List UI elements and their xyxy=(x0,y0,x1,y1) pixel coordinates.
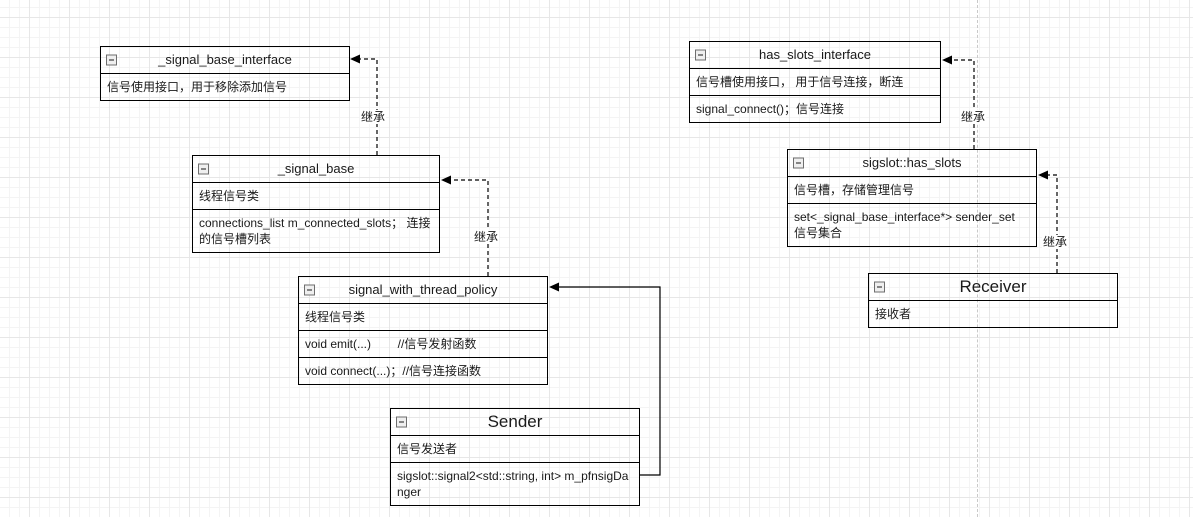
class-title-bar: Receiver xyxy=(869,274,1117,300)
class-title-bar: _signal_base_interface xyxy=(101,47,349,73)
class-name: _signal_base_interface xyxy=(158,52,292,67)
class-row: 线程信号类 xyxy=(299,303,547,330)
class-box-has-slots-interface[interactable]: has_slots_interface 信号槽使用接口， 用于信号连接，断连 s… xyxy=(689,41,941,123)
collapse-icon[interactable] xyxy=(793,157,804,169)
class-title-bar: Sender xyxy=(391,409,639,435)
class-row: 线程信号类 xyxy=(193,182,439,209)
class-title-bar: has_slots_interface xyxy=(690,42,940,68)
class-name: Receiver xyxy=(959,277,1027,296)
inheritance-connector-thread-policy-to-signal-base[interactable] xyxy=(441,175,489,277)
class-title-bar: sigslot::has_slots xyxy=(788,150,1036,176)
collapse-icon[interactable] xyxy=(874,281,885,293)
class-row: connections_list m_connected_slots； 连接的信… xyxy=(193,209,439,252)
class-name: sigslot::has_slots xyxy=(862,155,962,170)
class-box-signal-base-interface[interactable]: _signal_base_interface 信号使用接口，用于移除添加信号 xyxy=(100,46,350,101)
edge-label-inherit-4[interactable]: 继承 xyxy=(1041,235,1069,249)
class-row: set<_signal_base_interface*> sender_set … xyxy=(788,203,1036,246)
edge-label-inherit-2[interactable]: 继承 xyxy=(472,230,500,244)
minus-glyph xyxy=(698,54,703,56)
edge-label-inherit-1[interactable]: 继承 xyxy=(359,110,387,124)
collapse-icon[interactable] xyxy=(106,54,117,66)
class-row: void emit(...) //信号发射函数 xyxy=(299,330,547,357)
class-title-bar: signal_with_thread_policy xyxy=(299,277,547,303)
collapse-icon[interactable] xyxy=(695,49,706,61)
class-row: signal_connect()；信号连接 xyxy=(690,95,940,122)
minus-glyph xyxy=(399,421,404,423)
minus-glyph xyxy=(796,162,801,164)
inheritance-connector-receiver-to-has-slots[interactable] xyxy=(1038,170,1058,274)
page-break-line xyxy=(977,0,978,517)
association-connector-sender-to-thread-policy[interactable] xyxy=(549,282,661,476)
collapse-icon[interactable] xyxy=(198,163,209,175)
class-row: 信号发送者 xyxy=(391,435,639,462)
class-row: 信号槽，存储管理信号 xyxy=(788,176,1036,203)
class-box-sigslot-has-slots[interactable]: sigslot::has_slots 信号槽，存储管理信号 set<_signa… xyxy=(787,149,1037,247)
minus-glyph xyxy=(109,59,114,61)
inheritance-connector-signal-base-to-interface[interactable] xyxy=(350,54,378,156)
class-row: 信号槽使用接口， 用于信号连接，断连 xyxy=(690,68,940,95)
class-name: signal_with_thread_policy xyxy=(348,282,498,297)
class-box-signal-with-thread-policy[interactable]: signal_with_thread_policy 线程信号类 void emi… xyxy=(298,276,548,385)
class-box-receiver[interactable]: Receiver 接收者 xyxy=(868,273,1118,328)
collapse-icon[interactable] xyxy=(304,284,315,296)
edge-label-inherit-3[interactable]: 继承 xyxy=(959,110,987,124)
class-box-sender[interactable]: Sender 信号发送者 sigslot::signal2<std::strin… xyxy=(390,408,640,506)
minus-glyph xyxy=(307,289,312,291)
class-name: _signal_base xyxy=(277,161,355,176)
class-name: has_slots_interface xyxy=(758,47,871,62)
class-box-signal-base[interactable]: _signal_base 线程信号类 connections_list m_co… xyxy=(192,155,440,253)
class-row: 接收者 xyxy=(869,300,1117,327)
minus-glyph xyxy=(877,286,882,288)
class-row: void connect(...)；//信号连接函数 xyxy=(299,357,547,384)
inheritance-connector-has-slots-to-interface[interactable] xyxy=(942,55,975,150)
class-row: 信号使用接口，用于移除添加信号 xyxy=(101,73,349,100)
class-row: sigslot::signal2<std::string, int> m_pfn… xyxy=(391,462,639,505)
class-title-bar: _signal_base xyxy=(193,156,439,182)
class-name: Sender xyxy=(487,412,543,431)
collapse-icon[interactable] xyxy=(396,416,407,428)
minus-glyph xyxy=(201,168,206,170)
